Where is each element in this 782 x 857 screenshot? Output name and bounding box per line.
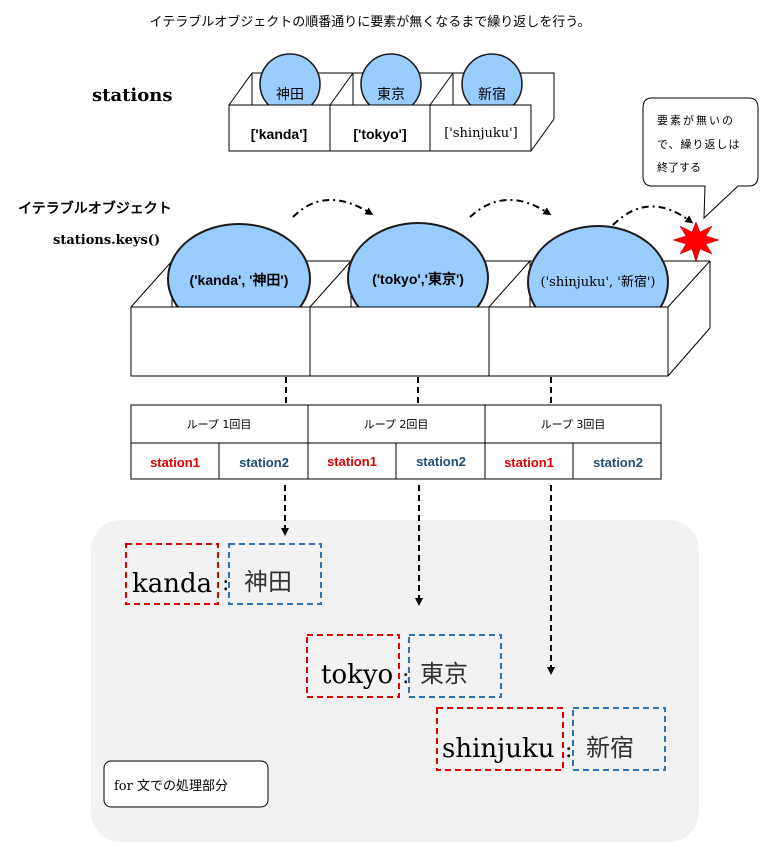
svg-text:('tokyo','東京'): ('tokyo','東京')	[372, 271, 464, 287]
callout-text-line: で、繰り返しは	[657, 137, 741, 151]
next-arrow-icon	[612, 205, 694, 226]
for-label-box: for 文での処理部分	[103, 760, 269, 808]
loop-header: ループ 2回目	[364, 418, 429, 431]
dictionary-box: 神田 東京 新宿 ['kanda'] ['tokyo'] ['shinjuku'…	[228, 53, 555, 152]
result-separator: :	[402, 664, 409, 689]
result-pair: shinjuku : 新宿	[436, 707, 666, 771]
loop-table: ループ 1回目 ループ 2回目 ループ 3回目 station1 station…	[130, 404, 662, 480]
result-value: 新宿	[586, 734, 634, 762]
dict-key-label: ['tokyo']	[353, 126, 406, 142]
end-burst-icon	[672, 221, 720, 263]
result-value: 神田	[244, 568, 292, 596]
value-dashed-box	[228, 543, 322, 605]
key-dashed-box	[436, 707, 564, 771]
iterable-label: イテラブルオブジェクト	[18, 200, 172, 217]
callout-text-line: 終了する	[657, 160, 701, 174]
result-key: kanda	[132, 569, 212, 599]
callout-bubble: 要素が無いの で、繰り返しは 終了する	[642, 97, 759, 220]
key-dashed-box	[125, 543, 219, 605]
loop-var-station1: station1	[327, 454, 377, 469]
loop-var-station1: station1	[150, 455, 200, 470]
result-value: 東京	[420, 660, 468, 688]
result-pair: tokyo : 東京	[306, 634, 502, 698]
svg-text:東京: 東京	[377, 87, 405, 103]
dict-key-label: ['shinjuku']	[444, 126, 518, 141]
loop-var-station2: station2	[239, 455, 289, 470]
iterable-code: stations.keys()	[53, 233, 160, 248]
value-dashed-box	[408, 634, 502, 698]
result-key: tokyo	[321, 660, 393, 690]
result-separator: :	[565, 738, 572, 763]
svg-text:('kanda', '神田'): ('kanda', '神田')	[190, 272, 289, 288]
callout-text-line: 要素が無いの	[657, 113, 735, 127]
value-dashed-box	[572, 707, 666, 771]
key-dashed-box	[306, 634, 400, 698]
loop-var-station2: station2	[593, 455, 643, 470]
loop-header: ループ 1回目	[187, 418, 252, 431]
iterable-box: ('kanda', '神田') ('tokyo','東京') ('shinjuk…	[130, 222, 711, 377]
for-label: for 文での処理部分	[114, 779, 228, 794]
result-pair: kanda : 神田	[125, 543, 322, 605]
loop-header: ループ 3回目	[541, 418, 606, 431]
page-title: イテラブルオブジェクトの順番通りに要素が無くなるまで繰り返しを行う。	[150, 14, 591, 30]
svg-text:新宿: 新宿	[478, 86, 506, 103]
next-arrow-icon	[469, 199, 552, 218]
result-separator: :	[222, 571, 229, 596]
result-key: shinjuku	[442, 734, 554, 764]
stations-label: stations	[92, 85, 173, 106]
svg-text:('shinjuku', '新宿'): ('shinjuku', '新宿')	[541, 274, 656, 290]
svg-text:神田: 神田	[276, 87, 304, 103]
dict-value-ball: 神田	[259, 53, 321, 115]
loop-var-station2: station2	[416, 454, 466, 469]
loop-var-station1: station1	[504, 455, 554, 470]
dict-key-label: ['kanda']	[251, 126, 307, 142]
next-arrow-icon	[292, 199, 374, 218]
